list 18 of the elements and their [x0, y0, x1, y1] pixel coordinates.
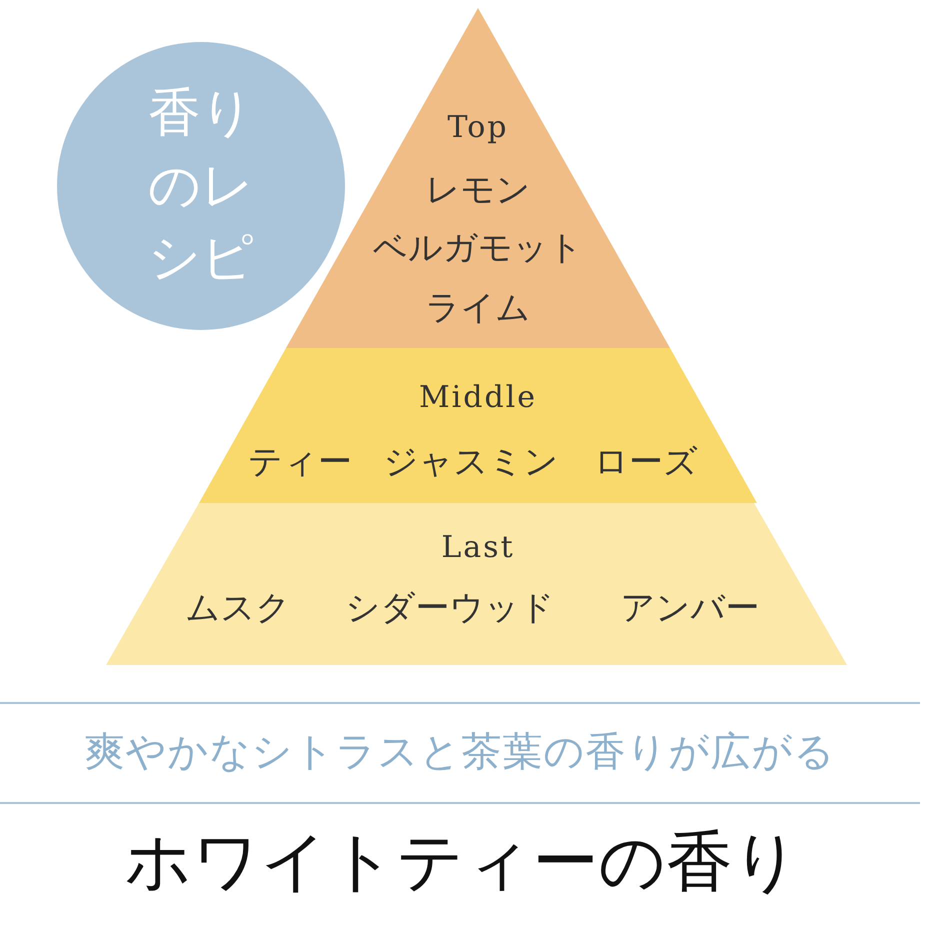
scent-note: ベルガモット	[373, 231, 583, 265]
scent-note: シダーウッド	[346, 591, 554, 625]
scent-note: ライム	[426, 291, 530, 325]
scent-note: レモン	[426, 173, 530, 207]
tier-heading: Middle	[418, 383, 538, 413]
pyramid-tier	[199, 348, 757, 503]
scent-note: ジャスミン	[384, 445, 558, 479]
scent-note: ティー	[248, 445, 352, 479]
tier-heading: Top	[448, 113, 508, 143]
pyramid-tier	[286, 8, 670, 348]
title: ホワイトティーの香り	[124, 822, 802, 902]
scent-note: ローズ	[594, 445, 698, 479]
tier-heading: Last	[441, 533, 515, 563]
subtitle: 爽やかなシトラスと茶葉の香りが広がる	[84, 728, 836, 777]
scent-note: ムスク	[186, 591, 290, 625]
badge-text: 香りのレシピ	[147, 82, 255, 290]
scent-note: アンバー	[620, 591, 760, 625]
pyramid-tier	[106, 503, 847, 665]
